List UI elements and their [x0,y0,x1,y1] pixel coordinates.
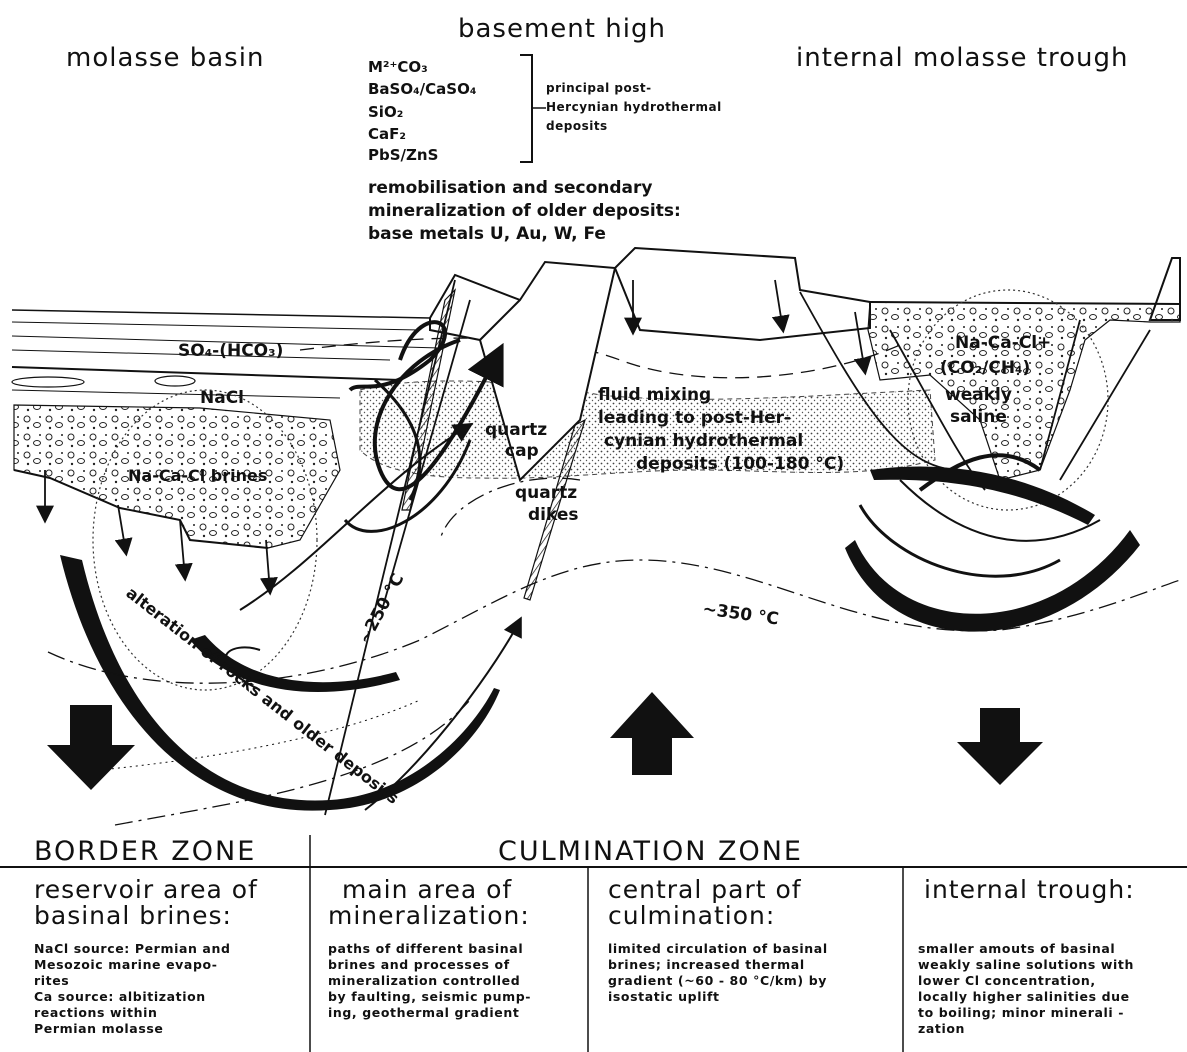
column-text: brines; increased thermal [608,957,805,972]
mineral-list: M²⁺CO₃ BaSO₄/CaSO₄ SiO₂ CaF₂ PbS/ZnS [368,58,476,164]
column-text: isostatic uplift [608,989,720,1004]
temp-350-label: ~350 °C [701,599,780,629]
quartz-cap-label: quartz [485,420,547,440]
right-brine-label: (CO₂/CH₄) [940,358,1030,378]
column-heading: main area of [342,875,512,904]
remobilisation-text: remobilisation and secondary [368,178,652,198]
fluid-mixing-label: deposits (100-180 °C) [636,454,844,474]
fluid-mixing-label: fluid mixing [598,385,711,405]
column-text: limited circulation of basinal [608,941,828,956]
column-text: mineralization controlled [328,973,520,988]
remobilisation-text: mineralization of older deposits: [368,201,681,221]
subsidence-arrow-right [957,708,1043,785]
quartz-dikes-label: quartz [515,483,577,503]
brace-label: Hercynian hydrothermal [546,100,722,114]
molasse-basin-title: molasse basin [66,43,264,73]
column-text: by faulting, seismic pump- [328,989,531,1004]
column-heading: mineralization: [328,901,530,930]
brace-label: principal post- [546,81,652,95]
mineral-item: PbS/ZnS [368,146,438,164]
border-zone-title: BORDER ZONE [34,836,256,867]
mineral-item: M²⁺CO₃ [368,58,428,76]
mineral-item: SiO₂ [368,103,403,121]
column-text: weakly saline solutions with [918,957,1134,972]
fluid-mixing-label: leading to post-Her- [598,408,791,428]
upper-dashed-line [300,338,900,378]
column-text: rites [34,973,69,988]
brines-label: Na-Ca-Cl brines [128,466,267,485]
column-text: Mesozoic marine evapo- [34,957,217,972]
uplift-arrow-center [610,692,694,775]
column-text: paths of different basinal [328,941,523,956]
internal-trough-title: internal molasse trough [796,43,1128,73]
brace [520,55,532,162]
right-brine-label: Na-Ca-Cl+ [955,333,1051,353]
column-text: brines and processes of [328,957,510,972]
subsidence-arrow-left [47,705,135,790]
column-text: smaller amouts of basinal [918,941,1115,956]
column-text: zation [918,1021,965,1036]
column-heading: internal trough: [924,875,1135,904]
mineral-item: BaSO₄/CaSO₄ [368,80,476,98]
right-deep-flow [845,530,1140,632]
column-heading: reservoir area of [34,875,258,904]
so4-label: SO₄-(HCO₃) [178,341,283,361]
right-upper-flow [870,466,1095,525]
column-text: gradient (~60 - 80 °C/km) by [608,973,827,988]
quartz-cap-label: cap [505,441,539,461]
column-text: ing, geothermal gradient [328,1005,519,1020]
column-text: lower Cl concentration, [918,973,1096,988]
brace-label: deposits [546,119,608,133]
column-text: reactions within [34,1005,158,1020]
alteration-outline [100,700,420,770]
column-text: to boiling; minor minerali - [918,1005,1124,1020]
nacl-label: NaCl [200,388,244,408]
column-heading: central part of [608,875,802,904]
column-text: locally higher salinities due [918,989,1130,1004]
mineral-item: CaF₂ [368,125,406,143]
column-heading: culmination: [608,901,775,930]
column-text: Ca source: albitization [34,989,206,1004]
column-text: Permian molasse [34,1021,164,1036]
right-brine-label: weakly [945,385,1012,405]
alteration-label-part: alteration of rocks and older deposits [123,583,403,808]
basement-high-title: basement high [458,14,666,44]
right-brine-label: saline [950,407,1007,427]
quartz-dikes-label: dikes [528,505,579,525]
culmination-zone-title: CULMINATION ZONE [498,836,803,867]
remobilisation-text: base metals U, Au, W, Fe [368,224,606,244]
column-heading: basinal brines: [34,901,232,930]
column-text: NaCl source: Permian and [34,941,231,956]
fluid-mixing-label: cynian hydrothermal [604,431,803,451]
